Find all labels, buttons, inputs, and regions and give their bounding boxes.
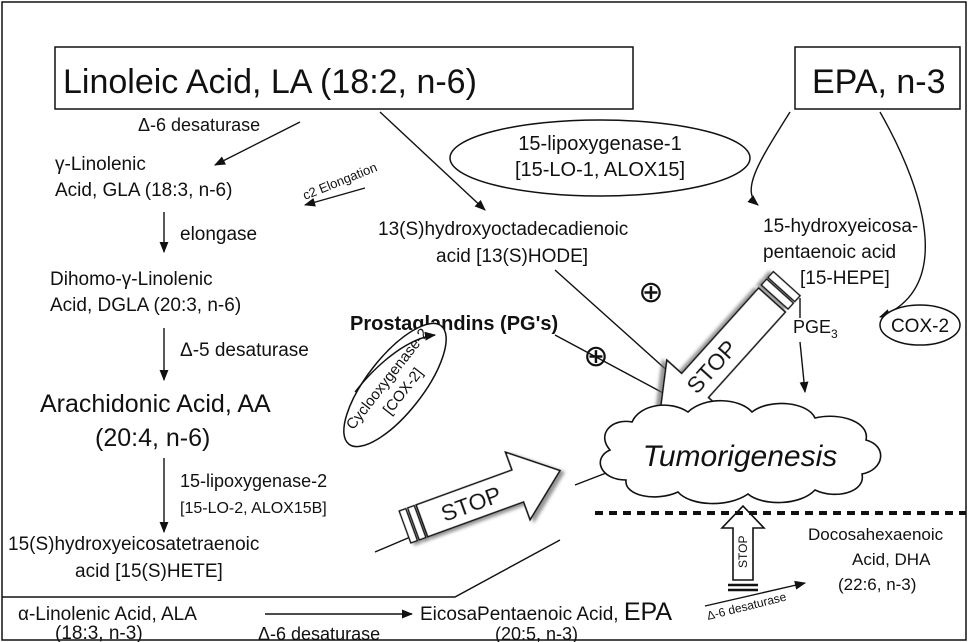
plus-sign-hode: ⊕ (638, 276, 663, 309)
dgla-label-1: Dihomo-γ-Linolenic (50, 269, 213, 290)
arrow-la-to-hode (379, 111, 486, 211)
lo2-label-1: 15-lipoxygenase-2 (180, 471, 327, 491)
cox2-ellipse (343, 322, 447, 448)
lo1-label-1: 15-lipoxygenase-1 (518, 133, 681, 155)
gla-label-2: Acid, GLA (18:3, n-6) (55, 180, 232, 201)
arrow-aa-to-pg (354, 331, 437, 393)
arrow-la-to-gla (214, 121, 301, 166)
dgla-label-2: Acid, DGLA (20:3, n-6) (50, 295, 241, 316)
d6-desaturase-top: Δ-6 desaturase (138, 115, 260, 135)
tumorigenesis-label: Tumorigenesis (643, 440, 838, 473)
elongase-label: elongase (180, 224, 257, 245)
stop-arrow-hete: STOP (398, 450, 562, 544)
arrow-epa-to-dha (704, 580, 807, 607)
d5-desaturase-label: Δ-5 desaturase (180, 340, 309, 361)
lo1-label-2: [15-LO-1, ALOX15] (515, 159, 685, 181)
stop-label-dha: STOP (736, 536, 750, 568)
d6-desaturase-bottom: Δ-6 desaturase (258, 624, 380, 642)
epa-box-label: EPA, n-3 (812, 63, 946, 101)
arrow-epa-to-hepe (747, 111, 791, 206)
epa-long-label: EicosaPentaenoic Acid, EPA (420, 598, 672, 626)
la-box-label: Linoleic Acid, LA (18:2, n-6) (63, 63, 477, 101)
stop-arrow-dha: STOP (720, 504, 766, 592)
dha-label-3: (22:6, n-3) (838, 575, 916, 594)
prostaglandins-label: Prostaglandins (PG's) (350, 313, 558, 335)
pge3-label: PGE3 (793, 317, 838, 341)
d6-desaturase-small: Δ-6 desaturase (705, 590, 788, 623)
hode-label-1: 13(S)hydroxyoctadecadienoic (378, 219, 628, 240)
lo2-label-2: [15-LO-2, ALOX15B] (180, 500, 327, 517)
arrow-elongation (303, 187, 366, 207)
hete-label-1: 15(S)hydroxyeicosatetraenoic (8, 534, 259, 555)
epa-long-label-2: (20:5, n-3) (495, 624, 578, 642)
tumorigenesis-cloud: Tumorigenesis (599, 400, 882, 505)
arrow-pge3-to-tumor (799, 341, 809, 394)
cox2-right-label: COX-2 (891, 316, 949, 337)
hepe-label-3: [15-HEPE] (800, 268, 890, 289)
ala-label-2: (18:3, n-3) (55, 623, 143, 642)
hete-label-2: acid [15(S)HETE] (75, 561, 223, 582)
ala-label-1: α-Linolenic Acid, ALA (18, 604, 197, 625)
c2-elongation-label: c2 Elongation (301, 159, 380, 202)
arrow-epa-to-cox2 (878, 111, 926, 318)
dha-label-2: Acid, DHA (852, 550, 931, 569)
cox2-right-ellipse (879, 304, 961, 346)
aa-label-1: Arachidonic Acid, AA (40, 390, 271, 418)
bottom-separator-line (2, 539, 561, 598)
la-box (54, 46, 634, 110)
arrow-pg-to-tumor (554, 334, 681, 403)
epa-box (794, 46, 961, 110)
dha-label-1: Docosahexaenoic (808, 525, 944, 544)
hepe-label-2: pentaenoic acid (763, 242, 896, 263)
gla-label-1: γ-Linolenic (55, 154, 146, 175)
plus-sign-pg: ⊕ (583, 340, 608, 373)
hepe-label-1: 15-hydroxyeicosa- (763, 216, 918, 237)
lo1-ellipse (449, 119, 751, 197)
hode-label-2: acid [13(S)HODE] (436, 246, 588, 267)
aa-label-2: (20:4, n-6) (95, 424, 210, 452)
